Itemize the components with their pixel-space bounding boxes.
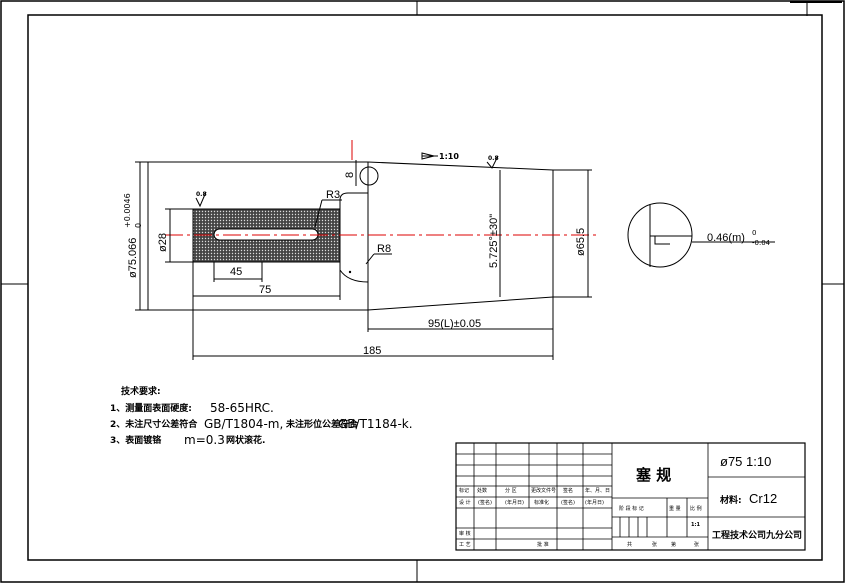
company-name: 工程技术公司九分公司 <box>712 529 802 541</box>
tb-label: (签名) <box>561 499 575 506</box>
tech-req-1-prefix: 1、测量面表面硬度: <box>110 402 192 414</box>
tb-sheet: 共 <box>627 541 632 548</box>
dim-45 <box>213 262 263 282</box>
dim-small-dia-text: ø28 <box>157 233 169 252</box>
dim-outer-dia <box>135 161 148 311</box>
material-label: 材料: <box>719 494 742 506</box>
tb-weight: 重 量 <box>669 505 681 512</box>
point-mark <box>348 270 352 274</box>
tech-req-3-prefix: 3、表面镀铬 <box>110 434 162 446</box>
part-name: 塞 规 <box>636 466 671 484</box>
tb-craft: 工 艺 <box>459 542 471 548</box>
tb-weight-value: 1:1 <box>691 522 700 528</box>
detail-tol-upper: 0 <box>752 229 756 237</box>
tech-req-1-value: 58-65HRC. <box>210 401 274 415</box>
tb-label: 分 区 <box>505 487 517 494</box>
dim-45-text: 45 <box>230 266 242 278</box>
roughness-symbol-top <box>486 155 499 169</box>
tb-label: 标准化 <box>534 499 549 506</box>
radius-r3: R3 <box>326 189 340 201</box>
dim-outer-dia-tol-low: 0 <box>134 223 143 228</box>
tb-approve: 批 准 <box>537 541 549 548</box>
tech-req-3-suffix: 网状滚花. <box>226 434 265 446</box>
tech-req-2-value2: GB/T1184-k. <box>338 417 413 431</box>
detail-tol-lower: -0.04 <box>752 239 771 247</box>
dim-185 <box>192 300 554 360</box>
title-block <box>455 442 806 551</box>
detail-circle <box>627 202 693 268</box>
roughness-small: 0.8 <box>196 191 207 198</box>
dim-185-text: 185 <box>363 345 381 357</box>
tb-label: 处数 <box>477 487 487 494</box>
tb-label: 更改文件号 <box>531 487 556 494</box>
tb-scale: 比 例 <box>690 505 702 512</box>
tb-review: 审 核 <box>459 530 471 537</box>
taper-ratio: 1:10 <box>439 152 459 161</box>
tb-label: (年月日) <box>505 499 524 506</box>
dim-right-dia-text: ø65.5 <box>575 228 587 256</box>
tb-label: (年月日) <box>585 499 604 506</box>
detail-step <box>654 236 670 245</box>
dim-outer-dia-tol: +0.0046 <box>123 193 132 228</box>
r8-leader2 <box>365 253 375 265</box>
roughness-symbol <box>195 191 207 208</box>
inner-frame <box>27 14 823 561</box>
dim-75-text: 75 <box>259 284 271 296</box>
dim-75 <box>192 262 341 300</box>
dim-8-text: 8 <box>344 172 356 178</box>
tb-stage: 阶 段 标 记 <box>619 505 644 512</box>
tb-label: (签名) <box>478 499 492 506</box>
tech-req-title: 技术要求: <box>121 385 161 397</box>
tb-sheet: 张 <box>652 541 657 548</box>
tb-label: 签名 <box>563 487 573 494</box>
dim-angle-text: 5.725°±30" <box>488 214 500 268</box>
tech-req-2-prefix2: 未注形位公差符合 <box>285 418 359 430</box>
tb-label: 标记 <box>459 487 469 494</box>
roughness-top: 0.8 <box>488 155 499 162</box>
tech-req-2-value: GB/T1804-m, <box>204 417 283 431</box>
tb-label: 设 计 <box>459 499 471 506</box>
tb-label: 年、月、日 <box>585 487 610 494</box>
dim-outer-dia-text: ø75.066 <box>127 238 139 278</box>
detail-label: 0.46(m) <box>707 232 745 244</box>
r3-leader2 <box>314 199 323 228</box>
tech-req-2-prefix: 2、未注尺寸公差符合 <box>110 418 198 430</box>
edge-circle <box>359 166 379 186</box>
radius-r8: R8 <box>377 243 391 255</box>
tb-sheet: 张 <box>694 541 699 548</box>
tech-req-3-value: m=0.3 <box>184 433 225 447</box>
tb-sheet: 第 <box>671 541 676 548</box>
material-value: Cr12 <box>749 491 777 506</box>
dim-95-text: 95(L)±0.05 <box>428 318 481 330</box>
scale-info: ø75 1:10 <box>720 454 771 469</box>
dim-95 <box>367 297 554 332</box>
